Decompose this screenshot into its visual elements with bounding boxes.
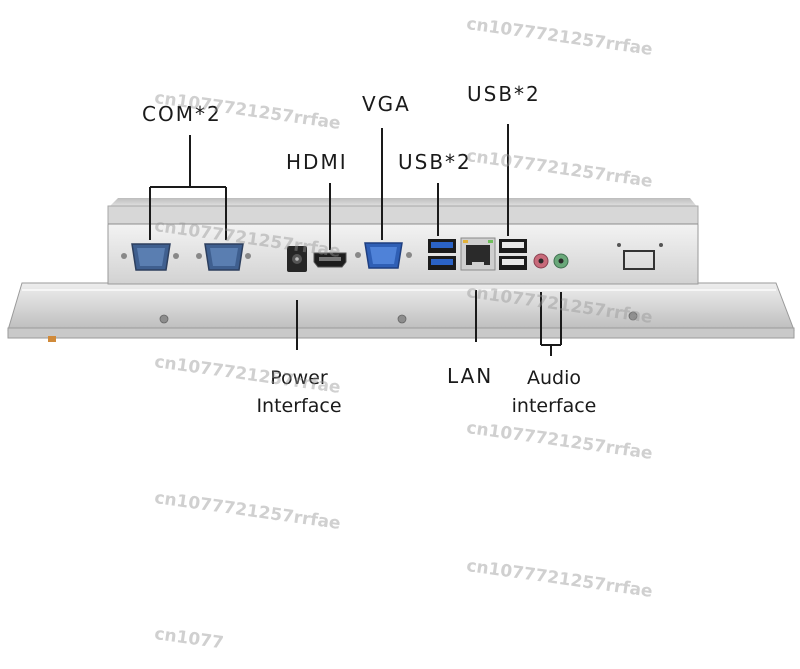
usb-port-icons-left [428,239,456,270]
screw-icons [159,311,638,324]
label-power-line2: Interface [256,395,342,417]
label-power-line1: Power [270,367,328,389]
chassis-bezel [7,282,795,342]
label-usb-top: USB*2 [467,82,541,106]
vga-port-icon [355,242,412,269]
label-lan: LAN [447,364,494,388]
io-panel [107,205,699,285]
switch-icon [617,243,663,270]
label-hdmi: HDMI [286,150,348,174]
audio-jack-icons [533,253,569,269]
usb-port-icons-right [499,239,527,270]
power-jack-icon [287,246,307,272]
lan-port-icon [460,237,496,271]
label-power-interface: Power Interface [246,364,352,420]
com-port-icons [121,243,251,271]
callout-lines [149,124,562,356]
label-vga: VGA [362,92,411,116]
hdmi-port-icon [313,252,347,268]
label-audio-line1: Audio [526,367,581,389]
label-com: COM*2 [142,102,222,126]
label-usb-mid: USB*2 [398,150,472,174]
label-audio-interface: Audio interface [504,364,604,420]
label-audio-line2: interface [511,395,597,417]
